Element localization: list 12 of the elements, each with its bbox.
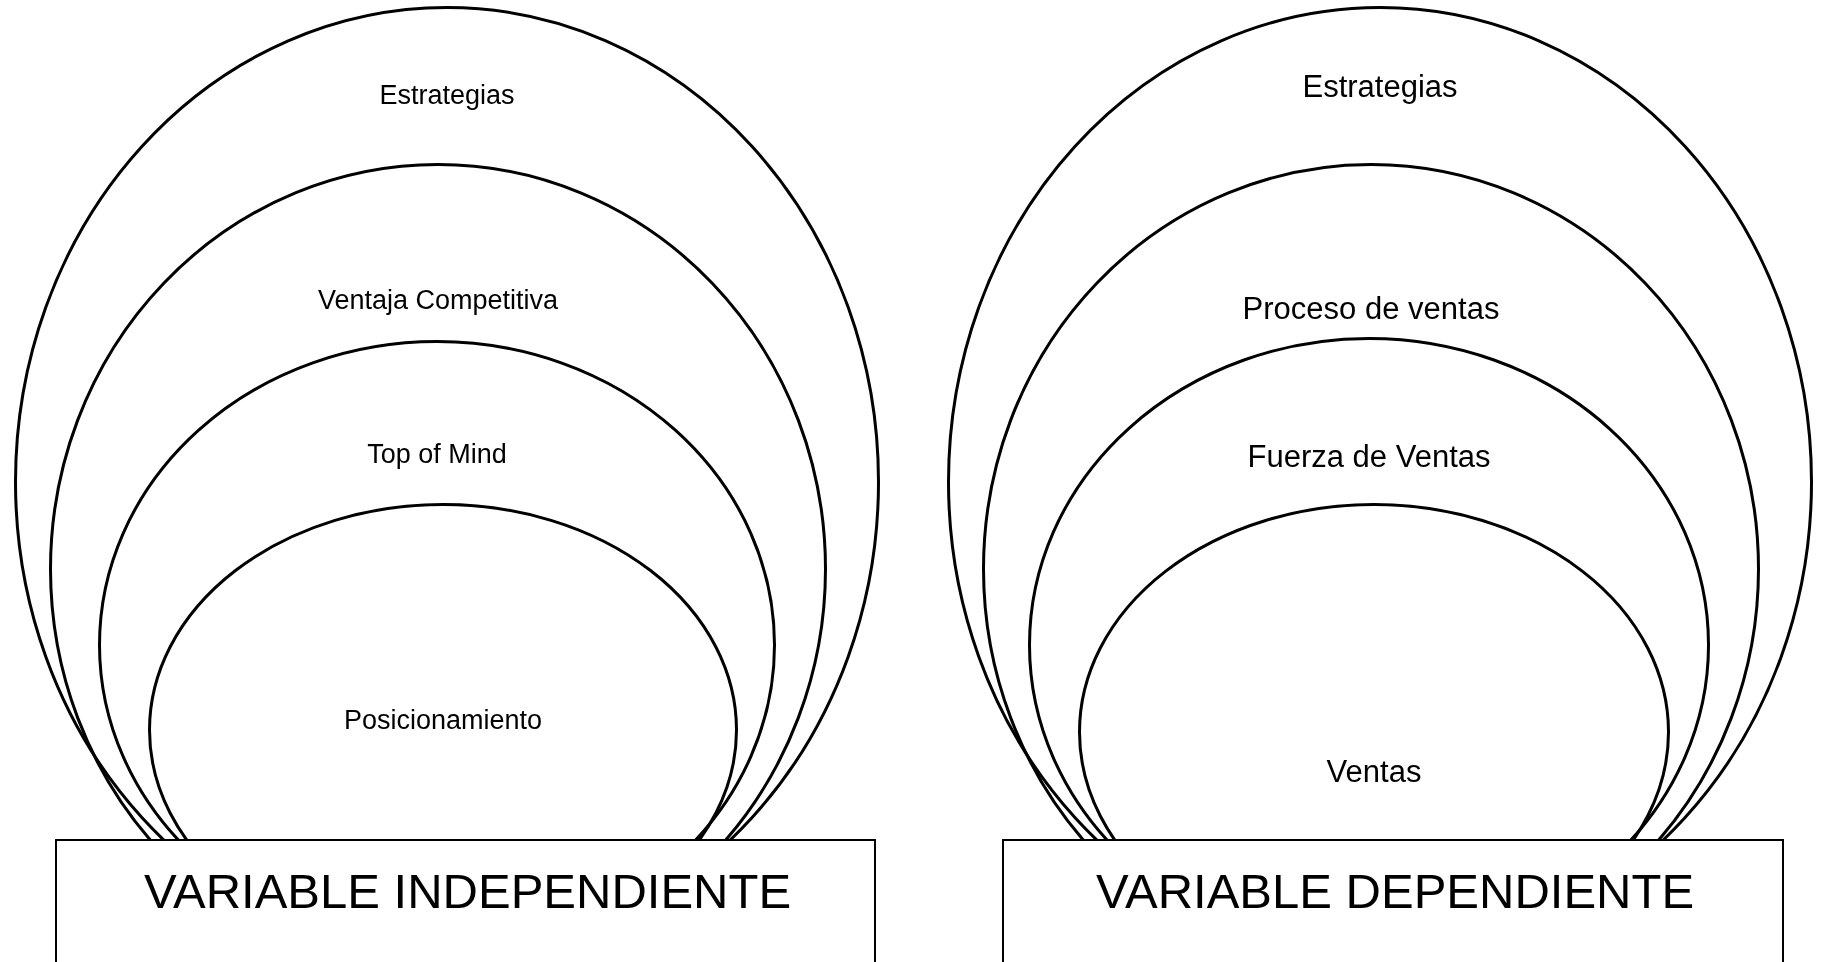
node-label: Fuerza de Ventas [1247,439,1491,475]
node-label: VARIABLE INDEPENDIENTE [143,863,792,919]
variable-box [55,839,876,962]
variable-box [1002,839,1784,962]
node-label: Estrategias [1302,69,1458,105]
node-label: VARIABLE DEPENDIENTE [1095,863,1695,919]
node-label: Proceso de ventas [1242,291,1500,327]
node-label: Posicionamiento [343,704,543,736]
node-label: Estrategias [379,79,515,111]
node-label: Top of Mind [367,438,507,470]
node-label: Ventas [1326,754,1422,790]
node-label: Ventaja Competitiva [317,284,559,316]
